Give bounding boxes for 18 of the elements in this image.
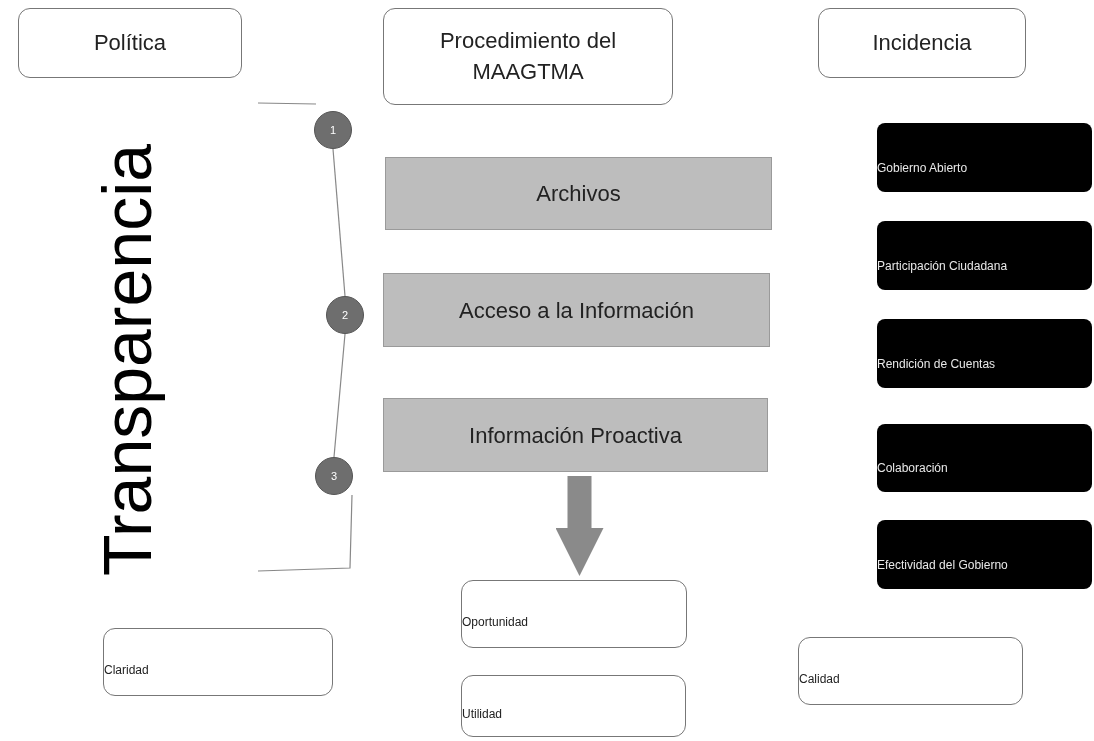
quality-box: Utilidad [461,675,686,737]
process-box: Acceso a la Información [383,273,770,347]
category-box: Colaboración [877,424,1092,492]
process-box: Información Proactiva [383,398,768,472]
category-box: Participación Ciudadana [877,221,1092,290]
category-box: Rendición de Cuentas [877,319,1092,388]
block-arrow [555,476,604,576]
process-box: Archivos [385,157,772,230]
header-box: Procedimiento del MAAGTMA [383,8,673,105]
header-box: Incidencia [818,8,1026,78]
connector-line [333,333,346,458]
header-box: Política [18,8,242,78]
quality-box: Claridad [103,628,333,696]
connector-line [332,148,346,297]
category-box: Gobierno Abierto [877,123,1092,192]
category-box: Efectividad del Gobierno [877,520,1092,589]
quality-box: Calidad [798,637,1023,705]
quality-box: Oportunidad [461,580,687,648]
